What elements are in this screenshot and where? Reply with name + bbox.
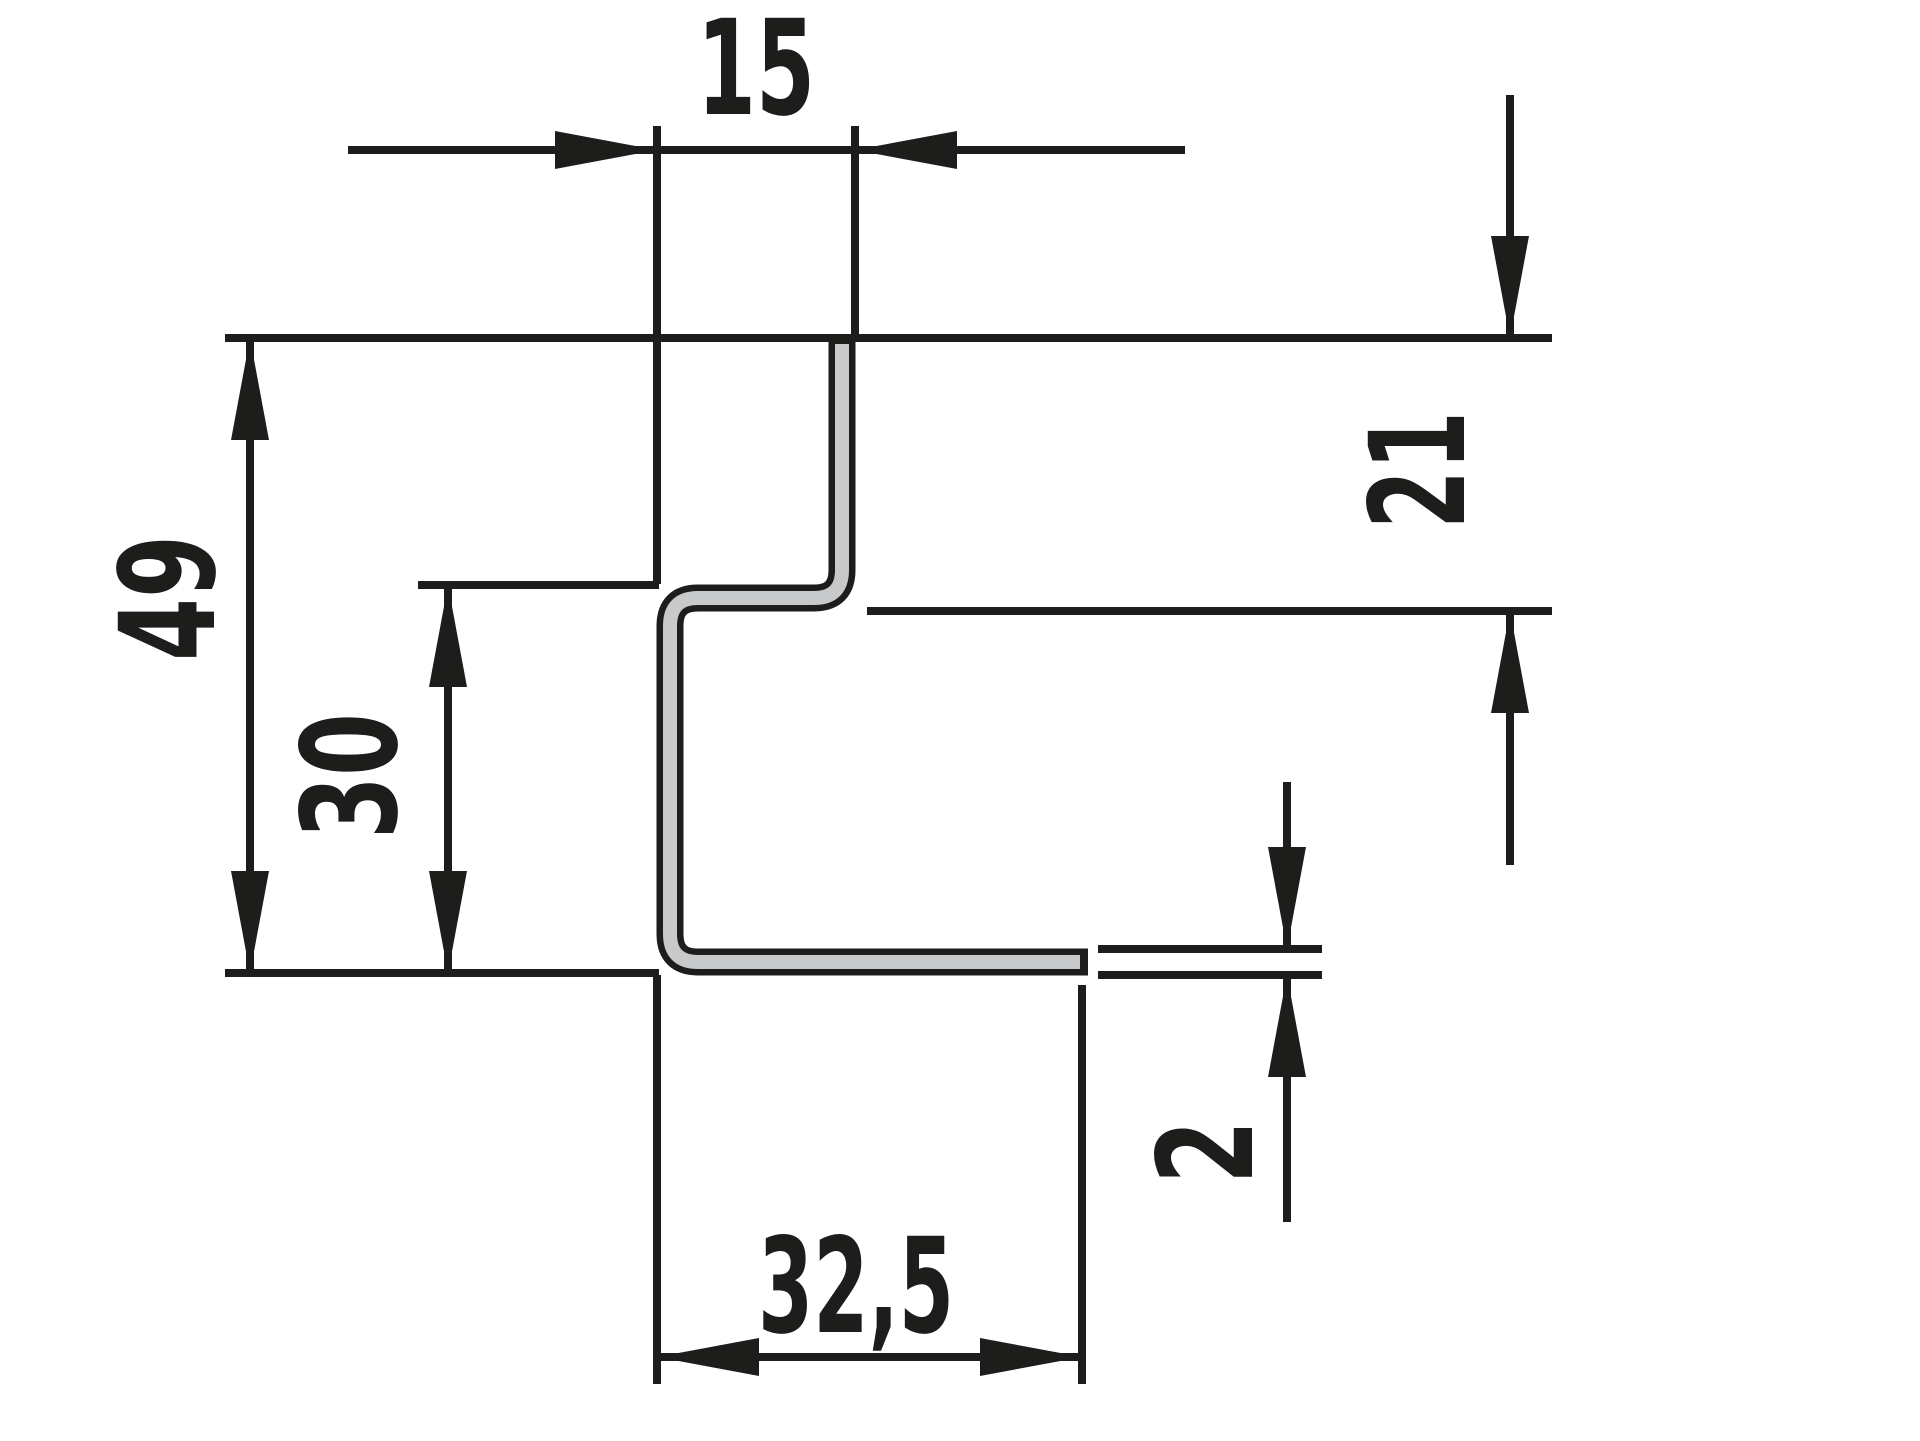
arrowhead-325-left-icon bbox=[657, 1338, 759, 1376]
arrowhead-30-top-icon bbox=[429, 585, 467, 687]
arrowhead-15-right-icon bbox=[855, 131, 957, 169]
dim-label-upper-height: 21 bbox=[1342, 411, 1496, 529]
dim-label-total-height: 49 bbox=[92, 535, 246, 661]
arrowhead-325-right-icon bbox=[980, 1338, 1082, 1376]
arrowhead-2-bottom-icon bbox=[1268, 975, 1306, 1077]
arrowhead-21-top-icon bbox=[1491, 236, 1529, 338]
profile-cross-section bbox=[656, 338, 1088, 976]
dimension-labels: 15 49 30 21 2 32,5 bbox=[92, 0, 1496, 1364]
dimension-arrowheads bbox=[231, 131, 1529, 1376]
profile-material-core bbox=[663, 344, 1080, 969]
arrowhead-15-left-icon bbox=[555, 131, 657, 169]
dim-label-inner-height: 30 bbox=[274, 713, 428, 839]
arrowhead-49-bottom-icon bbox=[231, 871, 269, 973]
arrowhead-49-top-icon bbox=[231, 338, 269, 440]
arrowhead-2-top-icon bbox=[1268, 847, 1306, 949]
arrowhead-30-bottom-icon bbox=[429, 871, 467, 973]
dim-label-top-offset: 15 bbox=[697, 0, 815, 146]
dim-label-bottom-width: 32,5 bbox=[758, 1210, 954, 1364]
dim-label-thickness: 2 bbox=[1130, 1120, 1284, 1184]
arrowhead-21-bottom-icon bbox=[1491, 611, 1529, 713]
